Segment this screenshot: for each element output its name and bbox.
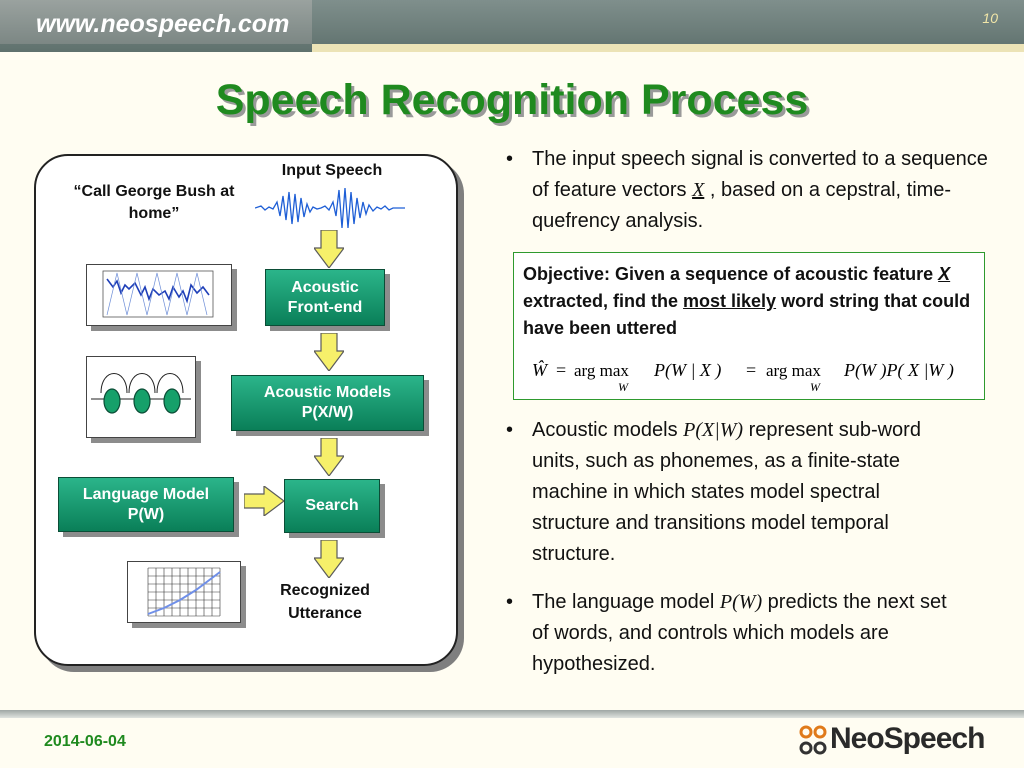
footer-bar (0, 710, 1024, 718)
bullet-dot: • (506, 419, 514, 441)
language-model-formula: P(W) (127, 505, 165, 523)
header-stripe (312, 44, 1024, 52)
objective-feature-symbol: X (938, 264, 951, 284)
page-number: 10 (982, 10, 998, 26)
hmm-thumbnail (86, 356, 196, 438)
formula-argmax-1: arg max (574, 361, 629, 380)
formula-posterior: P(W | X ) (653, 360, 721, 381)
objective-emphasis: most likely (683, 291, 777, 311)
recognized-utterance-label: Recognized Utterance (255, 579, 395, 625)
arrow-down-icon (314, 438, 344, 476)
language-model-label: Language Model (82, 485, 210, 503)
bullet-dot: • (506, 148, 514, 170)
site-url[interactable]: www.neospeech.com (0, 0, 312, 44)
formula-eq-2: = (746, 360, 756, 380)
objective-box: Objective: Given a sequence of acoustic … (513, 252, 985, 400)
bullet-dot: • (506, 591, 514, 613)
acoustic-models-box: Acoustic Models P(X/W) (231, 375, 424, 431)
language-model-box: Language Model P(W) (58, 477, 234, 532)
bullet-3-text: The language model P(W) predicts the nex… (532, 591, 947, 675)
header-bar: www.neospeech.com 10 (0, 0, 1024, 52)
acoustic-models-label: Acoustic Models (263, 384, 392, 401)
recognized-utterance-text: Recognized Utterance (280, 582, 370, 622)
search-label: Search (305, 497, 359, 514)
acoustic-front-end-label: Acoustic Front-end (287, 278, 363, 316)
search-grid-thumbnail (127, 561, 241, 623)
arrow-down-icon (314, 230, 344, 268)
arrow-down-icon (314, 333, 344, 371)
spectrum-thumbnail (86, 264, 232, 326)
hmm-state (133, 388, 151, 414)
formula-sub-2: W (810, 380, 821, 394)
feature-vector-symbol: X (692, 179, 705, 201)
formula-argmax-2: arg max (766, 361, 821, 380)
objective-text: Objective: Given a sequence of acoustic … (523, 264, 971, 338)
search-box: Search (284, 479, 380, 533)
arrow-right-icon (244, 486, 284, 516)
hmm-diagram (91, 373, 191, 414)
hmm-state (163, 388, 181, 414)
bullet-1-text: The input speech signal is converted to … (532, 148, 988, 232)
arrow-down-icon (314, 540, 344, 578)
formula-lhs: Ŵ (532, 359, 549, 380)
waveform-graphic (255, 187, 405, 229)
bullet-1: • The input speech signal is converted t… (506, 144, 1006, 237)
slide-title: Speech Recognition Process (215, 76, 809, 124)
search-path (147, 571, 221, 615)
bullet-3: • The language model P(W) predicts the n… (506, 587, 956, 680)
footer-date: 2014-06-04 (44, 733, 126, 750)
logo-dots-icon (799, 725, 827, 755)
formula-sub-1: W (618, 380, 629, 394)
formula-rhs: P(W )P( X |W ) (843, 360, 954, 381)
spectrum-curve (106, 278, 210, 304)
language-model-symbol: P(W) (719, 591, 763, 613)
search-grid (147, 567, 221, 617)
acoustic-front-end-box: Acoustic Front-end (265, 269, 385, 326)
logo-text: NeoSpeech (830, 722, 985, 755)
example-utterance: “Call George Bush at home” (73, 183, 235, 222)
formula-eq-1: = (556, 360, 566, 380)
acoustic-models-formula: P(X/W) (301, 404, 354, 421)
neospeech-logo: NeoSpeech (798, 722, 998, 760)
filterbank-curves (106, 272, 208, 316)
acoustic-model-symbol: P(X|W) (683, 419, 744, 441)
bullet-2: • Acoustic models P(X|W) represent sub-w… (506, 415, 946, 570)
waveform-line (255, 187, 405, 229)
argmax-formula: Ŵ = arg max W P(W | X ) = arg max W P(W … (532, 359, 954, 394)
spectrum-plot (102, 270, 214, 318)
hmm-state (103, 388, 121, 414)
input-speech-label: Input Speech (281, 162, 383, 179)
bullet-2-text: Acoustic models P(X|W) represent sub-wor… (532, 419, 921, 565)
